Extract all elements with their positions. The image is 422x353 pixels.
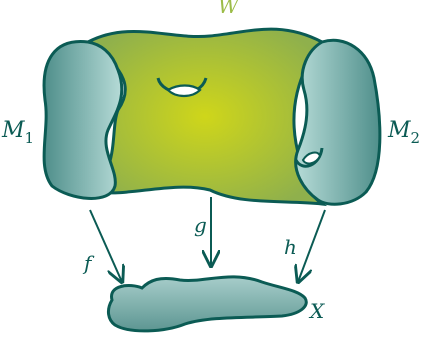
- label-m2: M2: [387, 118, 420, 147]
- label-f: f: [82, 251, 95, 275]
- target-x-shape: [108, 277, 306, 331]
- map-h-arrow: [298, 210, 325, 282]
- label-w: W: [218, 0, 240, 18]
- map-f-arrow: [90, 210, 122, 282]
- label-h: h: [284, 235, 297, 259]
- boundary-m2-shape: [296, 40, 380, 204]
- label-x: X: [308, 299, 325, 323]
- cobordism-w-shape: [88, 29, 322, 204]
- boundary-m1-shape: [44, 42, 122, 199]
- label-g: g: [194, 213, 207, 237]
- label-m1: M1: [1, 118, 34, 147]
